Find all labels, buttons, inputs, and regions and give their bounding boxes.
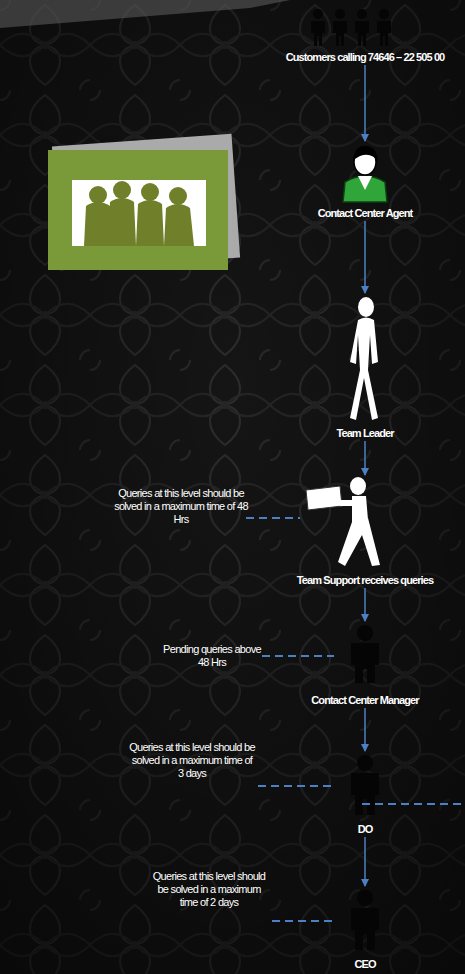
agent-node: Contact Center Agent [290,142,440,220]
box-carrier-figure [306,477,380,566]
callout-note: Queries at this level should be solved i… [128,741,256,780]
callout-note: Queries at this level should be solved i… [148,870,270,909]
photo-frame [48,134,240,270]
node-label: Team Support receives queries [250,574,465,587]
support-node: Team Support receives queries [270,476,460,587]
node-label: Customers calling 74646 – 22 505 00 [265,51,465,64]
flow-arrow [364,221,366,293]
node-label: DO [300,823,430,836]
flow-arrow [364,441,366,475]
node-label: Contact Center Agent [270,207,460,220]
manager-node: Contact Center Manager [280,622,450,707]
agent-figure [343,146,387,202]
walking-figure [350,297,378,420]
flow-arrow [364,837,366,886]
flow-arrow [364,708,366,751]
leader-node: Team Leader [300,294,430,440]
flow-arrow [364,65,366,141]
node-label: Contact Center Manager [260,694,465,707]
group-node: Customers calling 74646 – 22 505 00 [285,6,445,64]
node-label: Team Leader [280,427,450,440]
manager-figure [351,625,379,683]
ceo-figure [351,890,379,950]
customers-icon [311,9,391,46]
callout-note: Pending queries above 48 Hrs [162,643,262,669]
ceo-node: CEO [320,887,410,971]
do-figure [351,755,379,815]
do-node: DO [320,752,410,836]
flow-arrow [364,588,366,621]
node-label: CEO [300,958,430,971]
callout-note: Queries at this level should be solved i… [112,487,250,526]
